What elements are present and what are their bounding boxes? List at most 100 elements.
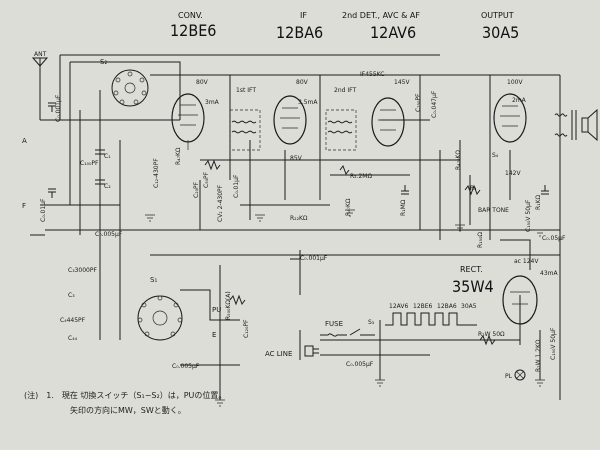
rect-type: 35W4	[452, 277, 494, 296]
label-ma35: 3.5mA	[298, 99, 318, 106]
label-v85: 85V	[290, 155, 303, 162]
if-type: 12BA6	[276, 23, 323, 42]
heater-label-2: 12BE6	[413, 303, 433, 310]
label-c005c: C₀.005μF	[346, 361, 374, 368]
note-line-2: 矢印の方向にMW，SWと動く。	[70, 405, 186, 415]
heater-label-3: 12BA6	[437, 303, 457, 310]
label-pu: PU	[212, 306, 221, 314]
det-role: 2nd DET., AVC & AF	[342, 11, 420, 20]
label-ifft2: 2nd IFT	[334, 87, 356, 94]
label-r1k: R₁KΩ	[535, 194, 542, 210]
label-ant: ANT	[34, 51, 47, 58]
antenna-icon	[31, 57, 49, 120]
note-line-1: (注) 1. 現在 切換スイッチ（S₁−S₂）は，PUの位置。	[24, 390, 226, 400]
label-e: E	[212, 331, 216, 339]
label-c0001: C₀.001μF	[55, 94, 62, 122]
label-c1: C₁	[104, 153, 111, 160]
label-v145: 145V	[394, 79, 410, 86]
label-c3000: C₃3000PF	[68, 267, 97, 274]
label-r150: R₁₅₀Ω	[477, 232, 484, 248]
label-s1: S₁	[150, 276, 157, 284]
out-role: OUTPUT	[481, 11, 514, 20]
label-c005: C₀.005μF	[95, 231, 123, 238]
label-v142: 142V	[505, 170, 521, 177]
label-s4: S₄	[492, 152, 499, 159]
if-transformers	[229, 109, 357, 151]
label-ma3: 3mA	[205, 99, 220, 106]
speaker-icon	[581, 108, 598, 142]
label-c2: C₂	[104, 183, 111, 190]
label-tone: BAR TONE	[478, 207, 509, 214]
label-c0001pf: C₀.001μF	[300, 255, 328, 262]
label-cv2: CV₂ 2-430PF	[217, 184, 224, 222]
label-c120: C₁₂₀PF	[243, 319, 250, 338]
component-labels: ANT A F C₀.001μF C₀.01μF C₁₀₀PF C₁ C₂ C₀…	[22, 51, 566, 380]
if-role: IF	[300, 11, 307, 20]
label-r1m: R₁MΩ	[400, 199, 407, 216]
label-c150: C₁₅₀V 50μF	[525, 199, 532, 232]
label-r22k: R₂₂KΩ	[290, 215, 308, 222]
pilot-lamp-icon	[514, 369, 526, 381]
power-switch-icon	[349, 328, 375, 336]
label-c001b: C₀.01μF	[233, 174, 240, 198]
ac-plug-icon	[304, 345, 319, 357]
tube-out	[493, 93, 527, 143]
label-c005b: C₀.05μF	[542, 235, 566, 242]
label-r47k2: R₄₇KΩ	[175, 147, 182, 165]
tube-conv	[171, 93, 205, 150]
label-c0005: C₀.005μF	[172, 363, 200, 370]
out-type: 30A5	[482, 23, 519, 42]
label-ifft3: IF455KC	[360, 71, 384, 78]
ground-symbols	[145, 209, 545, 407]
output-transformer	[554, 110, 577, 140]
label-ca: C₃	[68, 292, 75, 299]
heater-label-1: 12AV6	[389, 303, 408, 310]
label-ma2: 2mA	[512, 97, 527, 104]
label-ma43: 43mA	[540, 270, 558, 277]
heater-label-4: 30A5	[461, 303, 477, 310]
label-v80b: 80V	[296, 79, 309, 86]
label-c150b: C₁₅₀V 50μF	[550, 327, 557, 360]
label-r22m: R₂.2MΩ	[350, 173, 372, 180]
tube-det	[371, 97, 405, 147]
label-c0047: C₀.047μF	[431, 90, 438, 118]
label-s2: S₂	[100, 58, 107, 66]
bus-wires	[30, 54, 561, 400]
label-c12p: C₁₂-430PF	[153, 158, 160, 188]
label-r500k: R₅₀₀KΩ(A)	[225, 291, 232, 320]
tube-if	[273, 95, 307, 145]
label-a: A	[22, 137, 27, 145]
label-c20: C₂₀PF	[193, 181, 200, 198]
label-acline: AC LINE	[265, 350, 292, 358]
label-f: F	[22, 202, 26, 210]
label-c001: C₀.01μF	[40, 198, 47, 222]
label-r4: R₄	[470, 185, 477, 192]
label-c100pf: C₁₀₀PF	[80, 160, 99, 167]
band-switch-s1-s2	[137, 295, 183, 341]
rect-role: RECT.	[460, 265, 483, 274]
label-sw-s3: S₃	[368, 319, 375, 326]
label-c250: C₂₅₀PF	[415, 93, 422, 112]
label-c445b: C₄₄	[68, 335, 78, 342]
label-r2w: R₂W 1.2KΩ	[535, 339, 542, 372]
label-c50: C₅₀PF	[203, 171, 210, 188]
det-type: 12AV6	[370, 23, 416, 42]
label-pl: PL	[505, 373, 513, 380]
label-r47k: R₄₇KΩ	[345, 198, 352, 216]
conv-type: 12BE6	[170, 21, 216, 40]
fuse-icon	[320, 333, 347, 337]
label-c445a: C₄445PF	[60, 317, 86, 324]
label-r470k: R₄₇₀KΩ	[455, 150, 462, 170]
label-v100: 100V	[507, 79, 523, 86]
label-v124: ac 124V	[514, 258, 539, 265]
label-r50: R₂W 50Ω	[478, 331, 505, 338]
tube-rect	[502, 275, 538, 325]
heater-chain	[385, 312, 477, 326]
osc-coil	[111, 69, 149, 107]
label-ifft1: 1st IFT	[236, 87, 256, 94]
conv-role: CONV.	[178, 11, 203, 20]
label-fuse: FUSE	[325, 320, 343, 328]
component-glyphs	[48, 102, 549, 346]
